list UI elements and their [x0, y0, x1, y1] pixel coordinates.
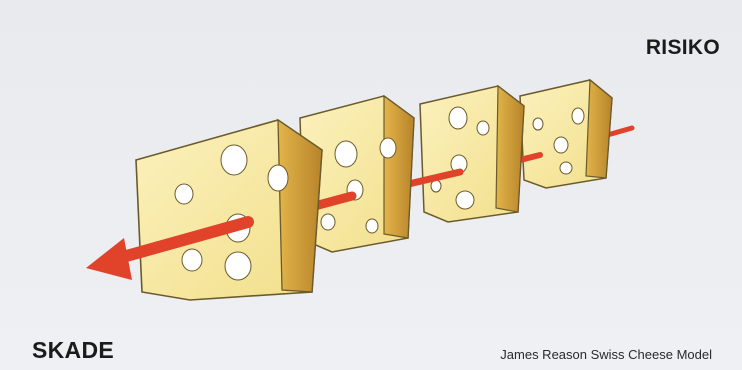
hole	[225, 252, 251, 280]
hole	[221, 145, 247, 175]
hole	[268, 165, 288, 191]
hole	[449, 107, 467, 129]
cheese-slice-1	[136, 120, 322, 300]
hole	[456, 191, 474, 209]
hole	[533, 118, 543, 130]
hole	[321, 214, 335, 230]
hole	[182, 249, 202, 271]
hole	[572, 108, 584, 124]
hole	[554, 137, 568, 153]
hole	[380, 138, 396, 158]
hole	[175, 184, 193, 204]
risk-label: RISIKO	[646, 36, 720, 60]
arrowhead	[86, 238, 132, 280]
harm-label: SKADE	[32, 337, 114, 364]
hole	[477, 121, 489, 135]
cheese-slice-3	[420, 86, 524, 222]
hole	[560, 162, 572, 174]
figure-caption: James Reason Swiss Cheese Model	[500, 347, 712, 362]
hole	[366, 219, 378, 233]
cheese-slice-4	[520, 80, 612, 188]
hole	[335, 141, 357, 167]
